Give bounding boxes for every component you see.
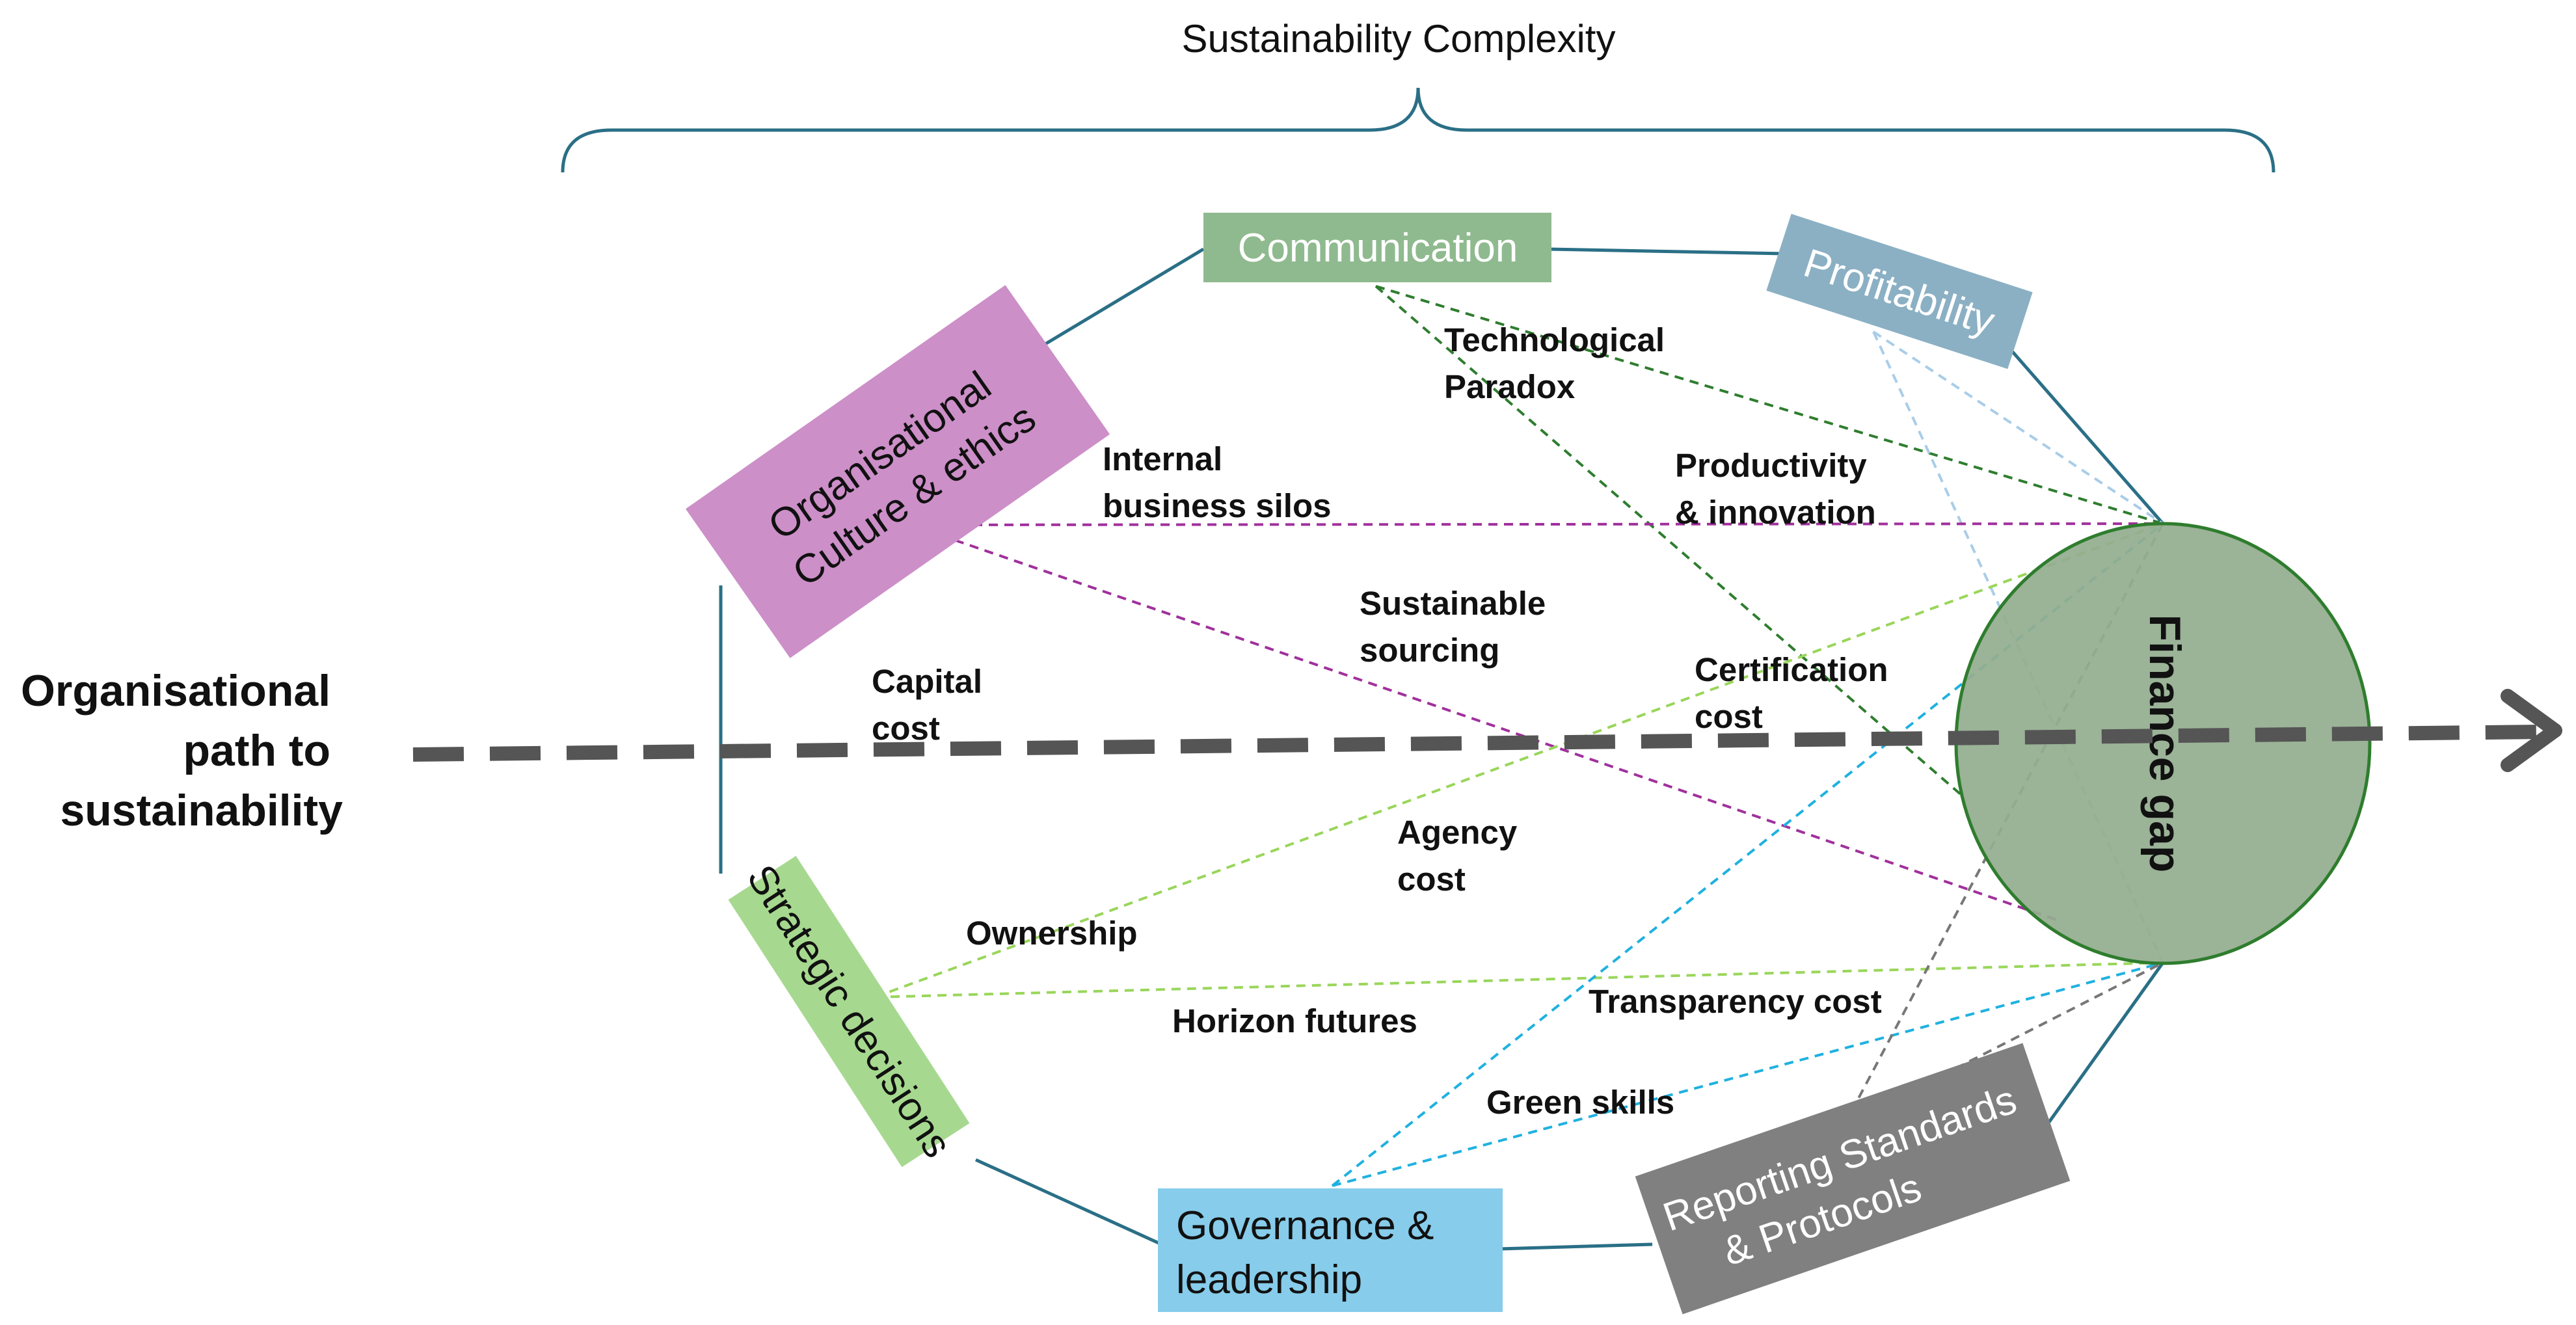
node-governance-label: Governance & leadership	[1176, 1203, 1445, 1302]
label-green-skills: Green skills	[1486, 1084, 1674, 1121]
node-strategic-label: Strategic decisions	[738, 857, 960, 1166]
path-arrow-head	[2501, 689, 2562, 772]
label-transparency-cost: Transparency cost	[1589, 983, 1882, 1020]
label-internal-business-silos: Internal business silos	[1103, 440, 1331, 524]
label-capital-cost: Capital cost	[872, 663, 991, 747]
link-culture-bottom	[910, 524, 2063, 923]
label-horizon-futures: Horizon futures	[1172, 1002, 1417, 1039]
link-culture-top	[910, 522, 2164, 526]
link-governance-top	[1331, 522, 2164, 1187]
node-strategic: Strategic decisions	[728, 855, 970, 1168]
node-reporting: Reporting Standards & Protocols	[1635, 1043, 2071, 1315]
path-arrow	[412, 689, 2562, 772]
node-profitability: Profitability	[1766, 213, 2033, 369]
link-communication-top	[1375, 285, 2164, 525]
complexity-octagon	[719, 247, 2165, 1251]
link-reporting-bottom	[1844, 961, 2164, 1127]
label-agency-cost: Agency cost	[1397, 814, 1526, 898]
label-certification-cost: Certification cost	[1695, 651, 1898, 735]
finance-gap-label: Finance gap	[2140, 615, 2190, 873]
finance-gap: Finance gap	[1954, 522, 2372, 965]
label-sustainable-sourcing: Sustainable sourcing	[1360, 585, 1555, 669]
link-strategic-top	[874, 522, 2164, 998]
link-governance-bottom	[1332, 961, 2164, 1187]
path-label: Organisational path to sustainability	[21, 666, 343, 835]
label-technological-paradox: Technological Paradox	[1444, 321, 1674, 405]
link-communication-bottom	[1375, 285, 1963, 796]
node-governance: Governance & leadership	[1158, 1188, 1503, 1312]
node-communication: Communication	[1203, 213, 1551, 282]
link-profitability-top	[1872, 330, 2164, 525]
path-arrow-shaft	[412, 725, 2544, 762]
label-productivity-innovation: Productivity & innovation	[1675, 447, 1876, 531]
diagram-title: Sustainability Complexity	[1182, 17, 1616, 60]
node-communication-label: Communication	[1238, 226, 1518, 271]
title-brace	[561, 87, 2275, 173]
link-strategic-bottom	[874, 961, 2164, 998]
label-ownership: Ownership	[966, 915, 1138, 952]
node-culture: Organisational Culture & ethics	[685, 285, 1110, 658]
